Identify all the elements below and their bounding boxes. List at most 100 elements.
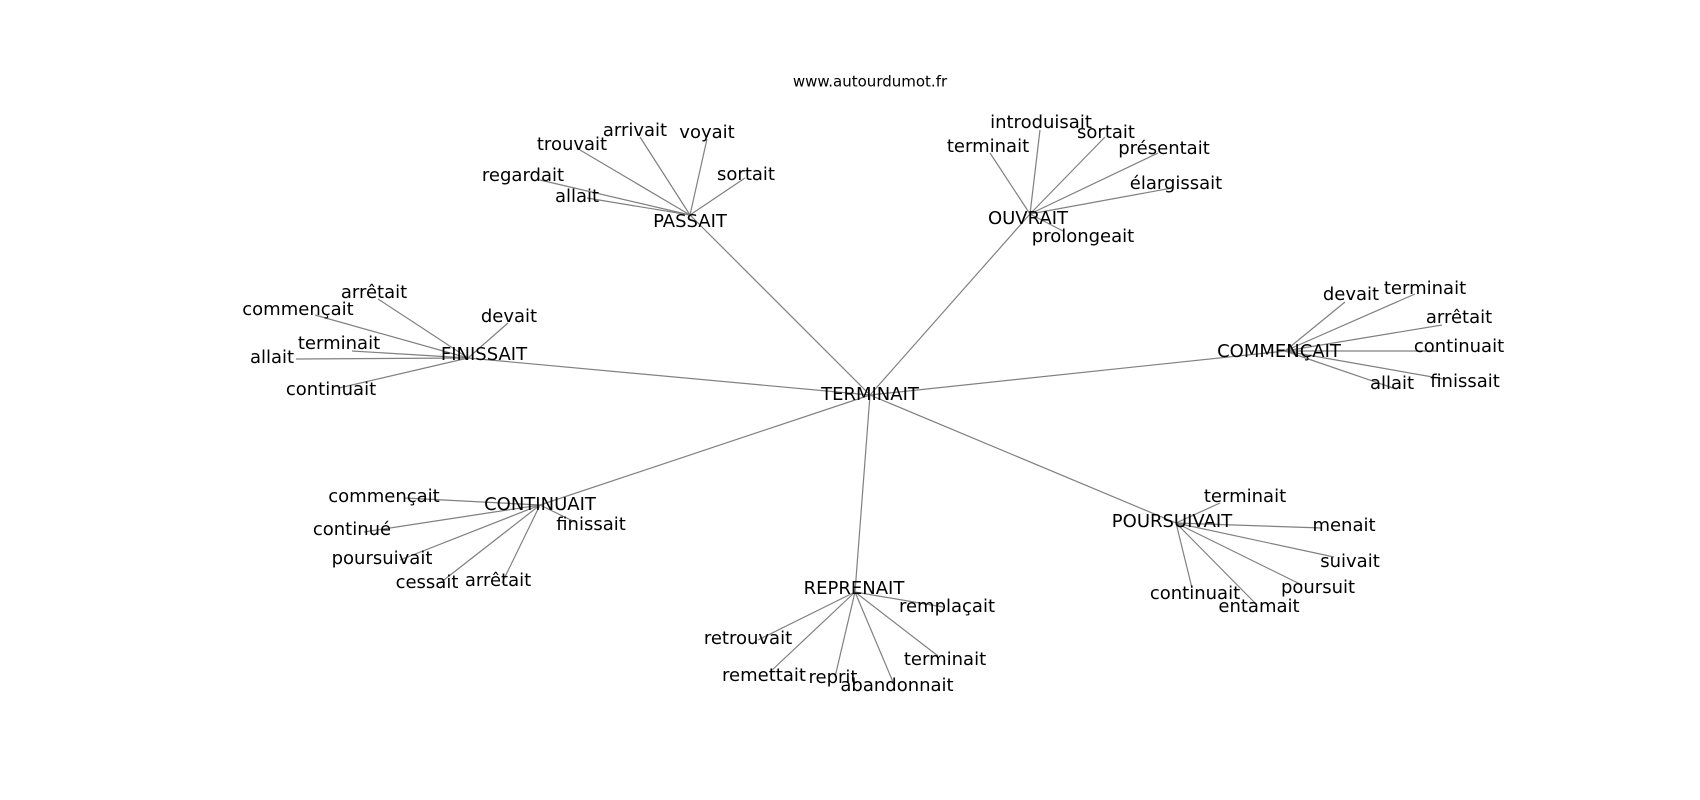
leaf-edge <box>1284 301 1346 352</box>
related-word[interactable]: introduisait <box>990 112 1092 133</box>
related-word[interactable]: voyait <box>679 122 734 143</box>
hub-edge <box>689 214 871 396</box>
related-word[interactable]: finissait <box>1430 371 1500 392</box>
leaf-edge <box>579 149 691 216</box>
related-word[interactable]: élargissait <box>1130 173 1222 194</box>
leaf-edge <box>1029 152 1159 215</box>
leaf-edge <box>769 591 856 673</box>
hub-edge <box>539 394 871 506</box>
related-word[interactable]: arrêtait <box>465 570 531 591</box>
leaf-edge <box>1175 502 1221 524</box>
hub-word[interactable]: PASSAIT <box>653 211 728 232</box>
related-word[interactable]: trouvait <box>537 134 607 155</box>
leaf-edge <box>1175 522 1323 529</box>
leaf-edge <box>1175 522 1303 586</box>
leaf-edge <box>439 504 541 584</box>
leaf-edge <box>377 298 469 359</box>
leaf-edge <box>1175 522 1193 589</box>
leaf-edge <box>1284 324 1443 352</box>
leaf-edge <box>314 314 469 359</box>
leaf-edge <box>854 591 894 683</box>
leaf-edge <box>539 504 576 523</box>
related-word[interactable]: devait <box>481 306 537 327</box>
related-word[interactable]: arrêtait <box>1426 307 1492 328</box>
leaf-edge <box>1029 136 1106 215</box>
related-word[interactable]: cessait <box>396 572 459 593</box>
leaf-edge <box>338 357 469 389</box>
leaf-edge <box>351 350 469 359</box>
edges <box>295 129 1445 683</box>
related-word[interactable]: poursuit <box>1281 577 1355 598</box>
related-word[interactable]: abandonnait <box>840 675 953 696</box>
leaf-edge <box>689 177 746 216</box>
leaf-edge <box>1284 350 1394 389</box>
leaf-edge <box>989 152 1031 215</box>
leaf-edge <box>295 357 469 360</box>
hub-edge <box>869 394 1177 524</box>
related-word[interactable]: arrêtait <box>341 282 407 303</box>
related-word[interactable]: continué <box>313 519 391 540</box>
related-word[interactable]: remplaçait <box>899 596 995 617</box>
leaf-edge <box>1175 522 1258 606</box>
related-word[interactable]: commençait <box>242 299 353 320</box>
related-word[interactable]: continuait <box>1414 336 1504 357</box>
hub-edge <box>869 213 1031 396</box>
related-word[interactable]: devait <box>1323 284 1379 305</box>
leaf-edge <box>539 179 691 216</box>
leaf-edge <box>404 497 541 506</box>
related-word[interactable]: regardait <box>482 165 564 186</box>
leaf-edge <box>1029 187 1173 215</box>
related-word[interactable]: suivait <box>1320 551 1380 572</box>
related-word[interactable]: allait <box>1370 373 1414 394</box>
related-word[interactable]: sortait <box>717 164 775 185</box>
leaf-edge <box>854 591 939 657</box>
hub-word[interactable]: REPRENAIT <box>804 578 906 599</box>
related-word[interactable]: retrouvait <box>704 628 792 649</box>
related-word[interactable]: continuait <box>1150 583 1240 604</box>
related-word[interactable]: menait <box>1312 515 1375 536</box>
hub-edge <box>869 350 1286 396</box>
related-word[interactable]: allait <box>250 347 294 368</box>
hub-edge <box>854 394 871 593</box>
leaf-edge <box>1029 213 1064 232</box>
related-word[interactable]: allait <box>555 186 599 207</box>
related-word[interactable]: terminait <box>904 649 986 670</box>
hub-edge <box>467 357 871 396</box>
leaf-edge <box>1284 293 1416 352</box>
hub-word[interactable]: COMMENÇAIT <box>1217 341 1342 362</box>
leaf-edge <box>1029 129 1041 215</box>
related-word[interactable]: commençait <box>328 486 439 507</box>
related-word[interactable]: poursuivait <box>332 548 433 569</box>
hub-word[interactable]: OUVRAIT <box>988 208 1069 229</box>
related-word[interactable]: continuait <box>286 379 376 400</box>
related-word[interactable]: terminait <box>298 333 380 354</box>
source-label[interactable]: www.autourdumot.fr <box>793 73 948 91</box>
related-word[interactable]: entamait <box>1218 596 1299 617</box>
related-word[interactable]: terminait <box>1204 486 1286 507</box>
leaf-edge <box>1175 522 1335 558</box>
leaf-edge <box>757 591 856 641</box>
related-word[interactable]: prolongeait <box>1032 226 1134 247</box>
related-word[interactable]: présentait <box>1118 138 1210 159</box>
related-word[interactable]: finissait <box>556 514 626 535</box>
leaf-edge <box>501 504 541 584</box>
hub-word[interactable]: POURSUIVAIT <box>1112 511 1233 532</box>
hub-word[interactable]: FINISSAIT <box>441 344 528 365</box>
leaf-edge <box>1284 350 1445 380</box>
related-word[interactable]: reprit <box>809 667 858 688</box>
leaf-edge <box>467 322 509 359</box>
leaf-edge <box>854 591 944 608</box>
leaf-edge <box>834 591 856 678</box>
related-word[interactable]: sortait <box>1077 122 1135 143</box>
related-word[interactable]: arrivait <box>603 120 667 141</box>
related-word[interactable]: remettait <box>722 665 806 686</box>
hub-word[interactable]: CONTINUAIT <box>484 494 597 515</box>
leaf-edge <box>639 136 691 216</box>
related-word[interactable]: terminait <box>947 136 1029 157</box>
leaf-edge <box>399 504 541 561</box>
leaf-edge <box>586 197 691 216</box>
center-word[interactable]: TERMINAIT <box>820 384 920 405</box>
related-word[interactable]: terminait <box>1384 278 1466 299</box>
